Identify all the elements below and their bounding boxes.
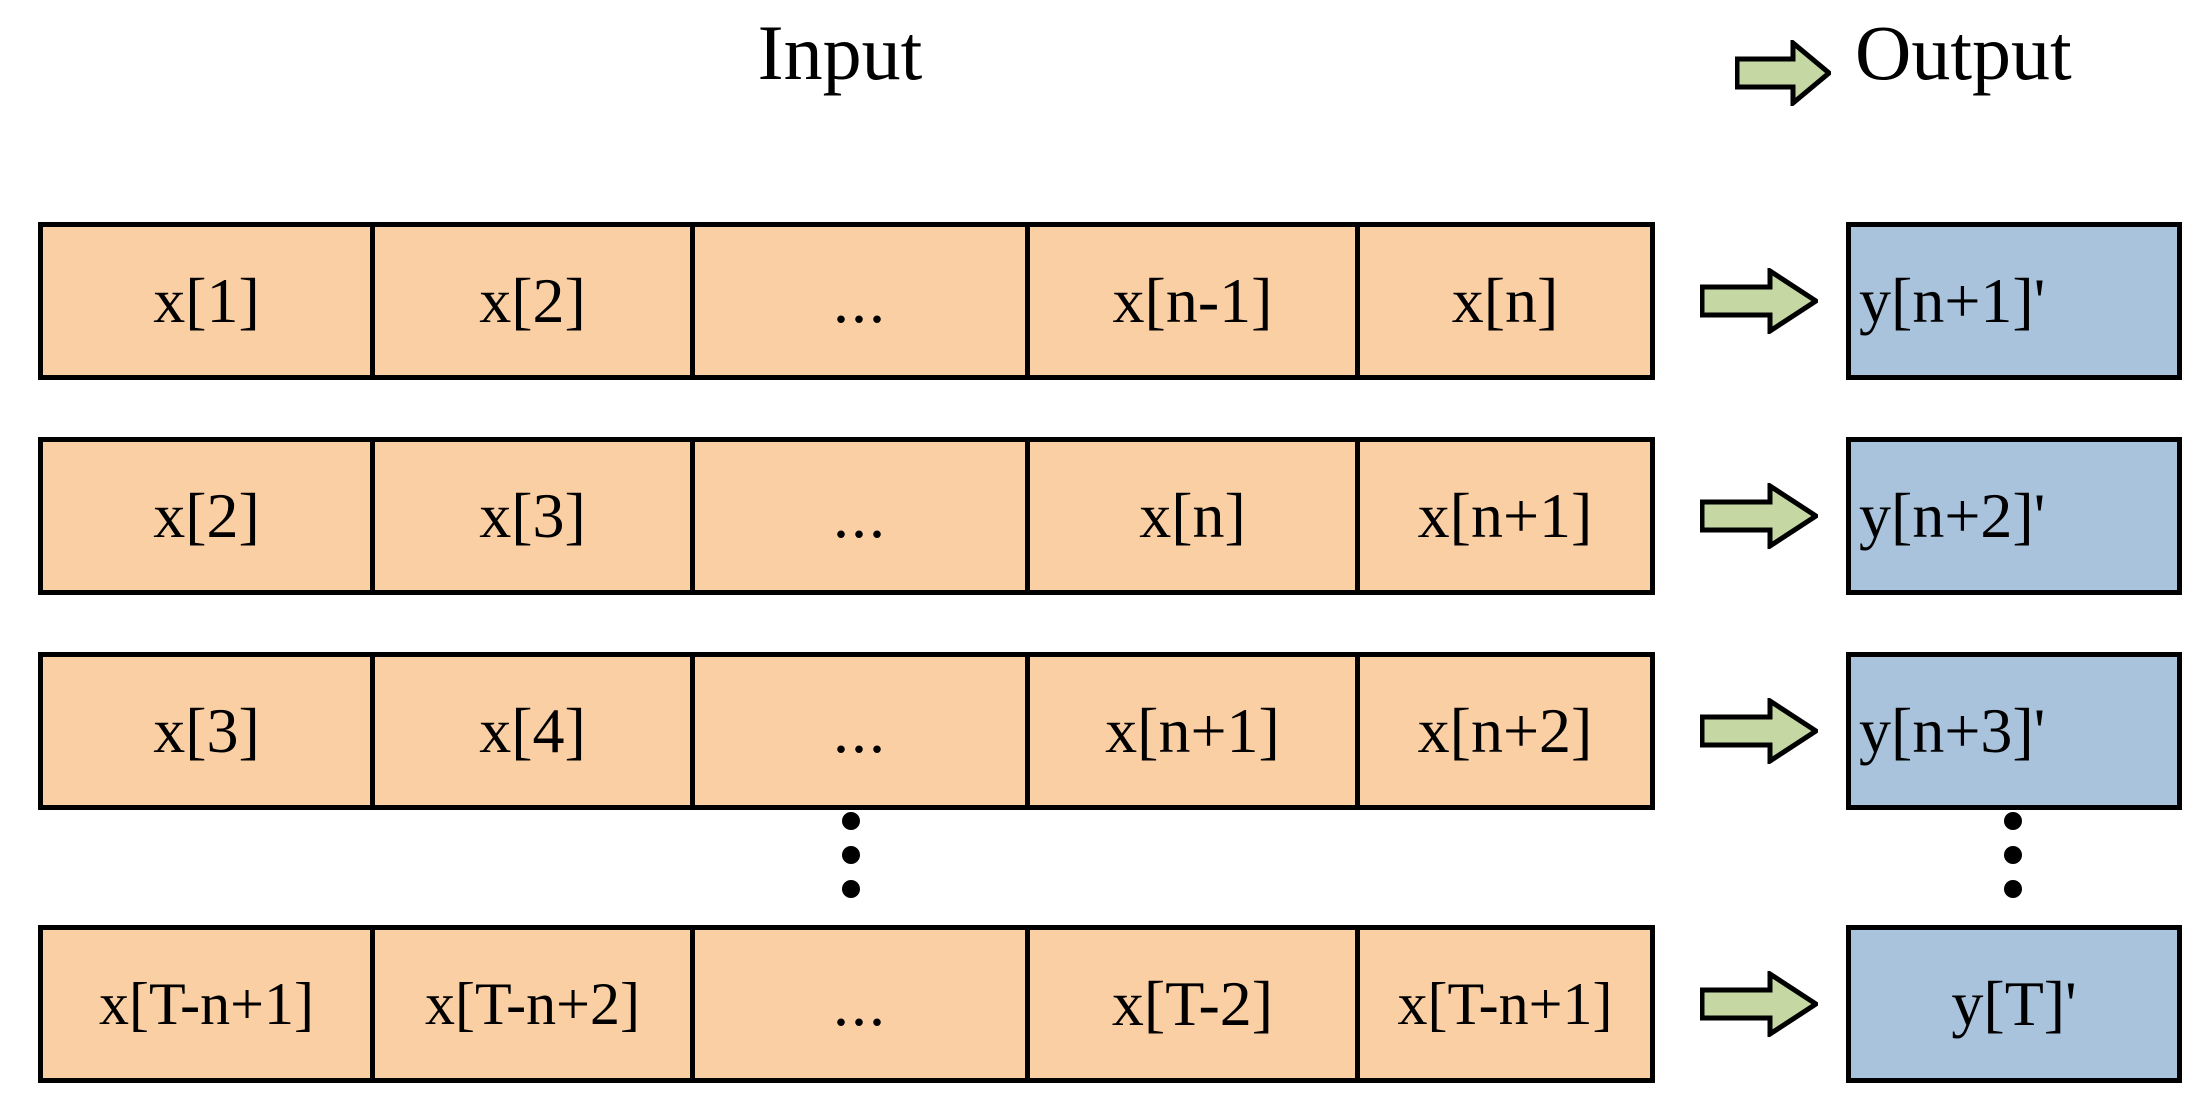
input-cell: x[n+1] bbox=[1360, 442, 1650, 590]
input-window-row-1: x[1] x[2] ... x[n-1] x[n] bbox=[38, 222, 1655, 380]
table-row: x[3] x[4] ... x[n+1] x[n+2] y[n+3]' bbox=[0, 652, 2201, 810]
input-cell: x[T-n+1] bbox=[43, 930, 375, 1078]
input-cell: x[2] bbox=[43, 442, 375, 590]
page-title-output: Output bbox=[1855, 9, 2072, 96]
ellipsis-dot bbox=[2004, 880, 2022, 898]
input-cell: x[3] bbox=[43, 657, 375, 805]
output-cell: y[n+1]' bbox=[1846, 222, 2182, 380]
input-window-row-2: x[2] x[3] ... x[n] x[n+1] bbox=[38, 437, 1655, 595]
input-cell-ellipsis: ... bbox=[695, 442, 1030, 590]
ellipsis-dot bbox=[2004, 812, 2022, 830]
input-cell: x[1] bbox=[43, 227, 375, 375]
output-cell: y[n+2]' bbox=[1846, 437, 2182, 595]
diagram-header: Input Output bbox=[0, 0, 2201, 150]
vertical-ellipsis-output bbox=[2000, 812, 2026, 898]
input-cell-ellipsis: ... bbox=[695, 657, 1030, 805]
output-cell: y[n+3]' bbox=[1846, 652, 2182, 810]
output-cell: y[T]' bbox=[1846, 925, 2182, 1083]
page-title-input: Input bbox=[757, 9, 923, 96]
right-arrow-icon bbox=[1700, 971, 1818, 1037]
input-cell: x[T-2] bbox=[1030, 930, 1360, 1078]
table-row: x[T-n+1] x[T-n+2] ... x[T-2] x[T-n+1] y[… bbox=[0, 925, 2201, 1083]
input-cell: x[n] bbox=[1360, 227, 1650, 375]
input-window-row-4: x[T-n+1] x[T-n+2] ... x[T-2] x[T-n+1] bbox=[38, 925, 1655, 1083]
table-row: x[1] x[2] ... x[n-1] x[n] y[n+1]' bbox=[0, 222, 2201, 380]
input-cell-ellipsis: ... bbox=[695, 930, 1030, 1078]
input-cell: x[n+2] bbox=[1360, 657, 1650, 805]
input-cell: x[3] bbox=[375, 442, 695, 590]
input-cell: x[2] bbox=[375, 227, 695, 375]
ellipsis-dot bbox=[2004, 846, 2022, 864]
input-cell: x[n] bbox=[1030, 442, 1360, 590]
input-cell: x[n-1] bbox=[1030, 227, 1360, 375]
ellipsis-dot bbox=[842, 812, 860, 830]
right-arrow-icon bbox=[1700, 483, 1818, 549]
input-cell: x[T-n+2] bbox=[375, 930, 695, 1078]
table-row: x[2] x[3] ... x[n] x[n+1] y[n+2]' bbox=[0, 437, 2201, 595]
right-arrow-icon bbox=[1735, 40, 1831, 106]
input-cell-ellipsis: ... bbox=[695, 227, 1030, 375]
vertical-ellipsis-input bbox=[838, 812, 864, 898]
right-arrow-icon bbox=[1700, 698, 1818, 764]
input-cell: x[4] bbox=[375, 657, 695, 805]
input-cell: x[n+1] bbox=[1030, 657, 1360, 805]
input-window-row-3: x[3] x[4] ... x[n+1] x[n+2] bbox=[38, 652, 1655, 810]
right-arrow-icon bbox=[1700, 268, 1818, 334]
ellipsis-dot bbox=[842, 846, 860, 864]
ellipsis-dot bbox=[842, 880, 860, 898]
input-cell: x[T-n+1] bbox=[1360, 930, 1650, 1078]
